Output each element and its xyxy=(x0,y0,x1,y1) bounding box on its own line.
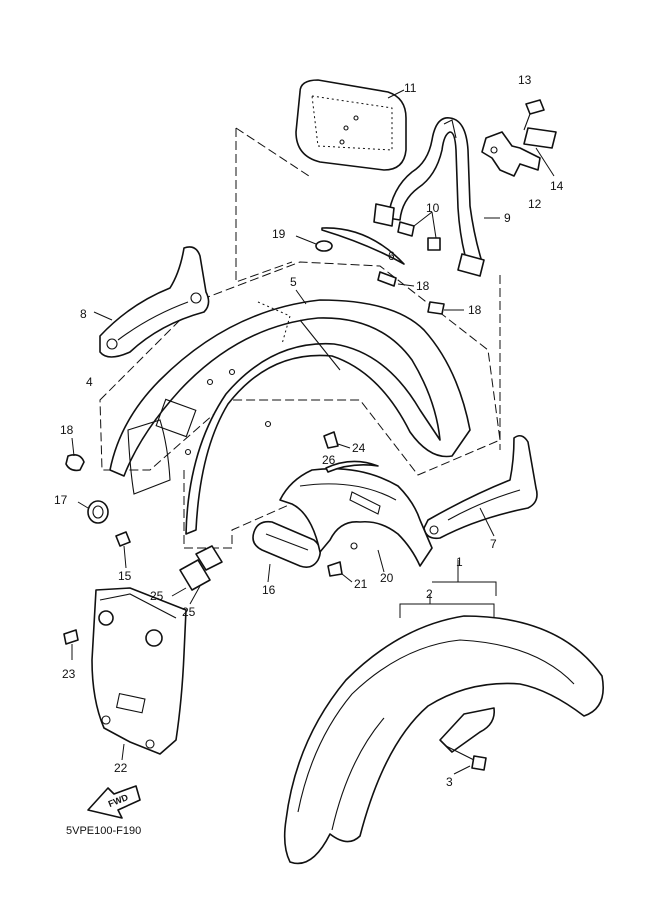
callout-20: 20 xyxy=(380,571,394,585)
assembly-outline-4 xyxy=(99,127,501,549)
callout-numbers: 1 2 3 4 5 6 7 8 9 10 11 12 13 14 15 16 1… xyxy=(54,73,564,789)
callout-11: 11 xyxy=(404,81,417,95)
bolt-10 xyxy=(397,211,441,251)
backrest-frame-9 xyxy=(373,117,500,277)
washer-19 xyxy=(295,235,333,252)
callout-26: 26 xyxy=(322,453,336,467)
front-fender-1 xyxy=(283,560,604,865)
pad-14 xyxy=(523,127,557,177)
callout-2: 2 xyxy=(426,587,433,601)
bolt-15 xyxy=(115,531,131,569)
callout-5: 5 xyxy=(290,275,297,289)
callout-24: 24 xyxy=(352,441,366,455)
callout-18b: 18 xyxy=(468,303,482,317)
callout-6: 6 xyxy=(388,249,395,263)
callout-21: 21 xyxy=(354,577,368,591)
backrest-pad-11 xyxy=(295,79,407,171)
bracket-12 xyxy=(481,131,541,177)
strip-26 xyxy=(325,460,379,473)
callout-10: 10 xyxy=(426,201,440,215)
bolt-13 xyxy=(523,99,545,131)
clip-24 xyxy=(323,431,351,449)
callout-25b: 25 xyxy=(182,605,196,619)
bolt-3 xyxy=(445,745,487,775)
rail-8 xyxy=(93,246,210,358)
bolt-23 xyxy=(63,629,79,660)
rear-fender-5 xyxy=(109,289,471,535)
callout-13: 13 xyxy=(518,73,532,87)
callout-7: 7 xyxy=(490,537,497,551)
callout-9: 9 xyxy=(504,211,511,225)
callout-15: 15 xyxy=(118,569,132,583)
grommet-17 xyxy=(77,500,109,524)
callout-22: 22 xyxy=(114,761,128,775)
callout-18a: 18 xyxy=(416,279,430,293)
callout-19: 19 xyxy=(272,227,286,241)
bolt-21 xyxy=(327,561,353,583)
callout-18c: 18 xyxy=(60,423,74,437)
callout-23: 23 xyxy=(62,667,76,681)
callout-4: 4 xyxy=(86,375,93,389)
figure-code: 5VPE100-F190 xyxy=(66,825,141,837)
strip-6 xyxy=(321,227,405,265)
callout-25a: 25 xyxy=(150,589,164,603)
fwd-arrow-icon: FWD xyxy=(87,785,141,819)
rail-7 xyxy=(423,434,538,540)
grommet-18 xyxy=(65,271,464,472)
license-bracket-22 xyxy=(91,587,187,761)
inner-fender-20 xyxy=(279,467,433,573)
callout-8: 8 xyxy=(80,307,87,321)
callout-16: 16 xyxy=(262,583,276,597)
label-25 xyxy=(171,545,223,605)
callout-1: 1 xyxy=(456,555,463,569)
callout-14: 14 xyxy=(550,179,564,193)
callout-17: 17 xyxy=(54,493,68,507)
callout-3: 3 xyxy=(446,775,453,789)
reflector-16 xyxy=(252,520,322,583)
callout-12: 12 xyxy=(528,197,542,211)
